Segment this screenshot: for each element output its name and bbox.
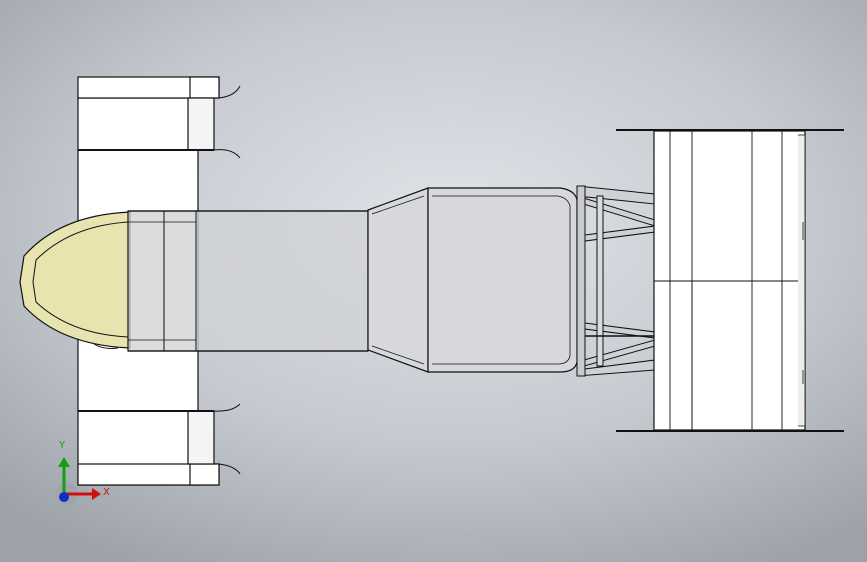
engine-pod[interactable] (367, 187, 578, 373)
cockpit-body[interactable] (127, 210, 369, 352)
triad-y-label: Y (59, 440, 66, 451)
triad-z-axis (59, 492, 69, 502)
front-wing-lower-endplate[interactable] (187, 410, 215, 465)
nose-cone[interactable] (19, 211, 131, 349)
cockpit-tub[interactable] (127, 210, 369, 352)
triad-x-label: X (103, 487, 110, 498)
nose-cone-shell[interactable] (19, 211, 131, 349)
engine-pod-taper[interactable] (367, 187, 429, 373)
front-wing-upper-endplate[interactable] (187, 97, 215, 151)
rear-wing[interactable] (616, 129, 844, 432)
engine-pod-body[interactable] (427, 187, 578, 373)
orientation-triad (56, 457, 101, 505)
